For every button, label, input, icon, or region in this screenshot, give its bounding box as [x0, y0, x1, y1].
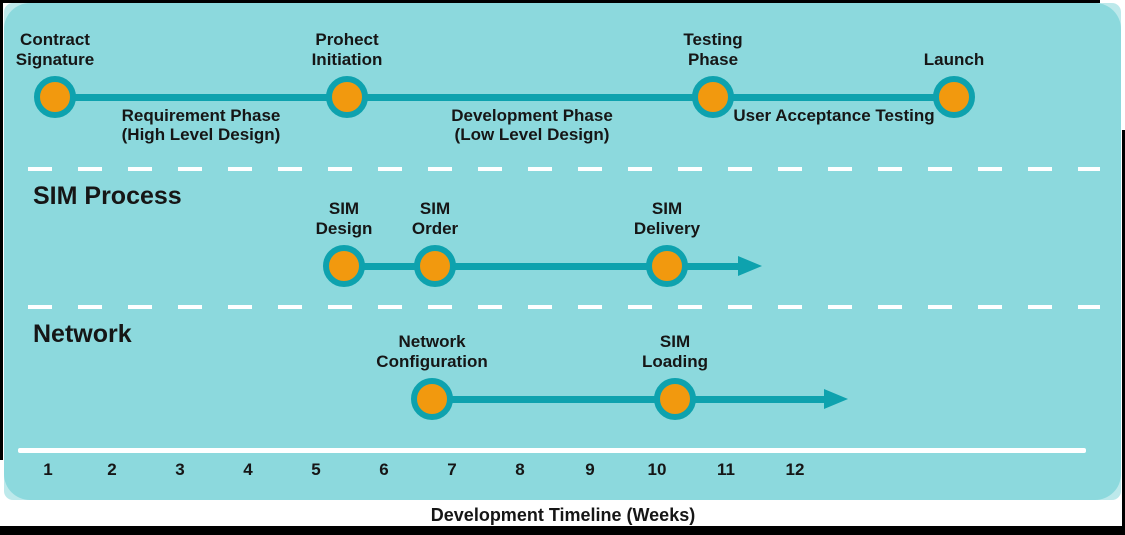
- week-label-4: 4: [243, 460, 253, 479]
- week-label-2: 2: [107, 460, 117, 479]
- requirement-phase-label: Requirement Phase (High Level Design): [121, 106, 281, 144]
- sim-process-lane-line: [344, 263, 744, 270]
- week-label-11: 11: [717, 460, 735, 479]
- sim-order-label: SIM Order: [411, 199, 459, 238]
- prohect-initiation-label: Prohect Initiation: [311, 30, 383, 69]
- lane-title-sim-process: SIM Process: [33, 182, 182, 210]
- prohect-initiation-node: [326, 76, 368, 118]
- network-configuration-node: [411, 378, 453, 420]
- week-label-5: 5: [311, 460, 321, 479]
- sim-design-label: SIM Design: [315, 199, 373, 238]
- week-label-10: 10: [647, 460, 667, 479]
- sim-process-arrow-head-icon: [738, 256, 762, 276]
- main-timeline-line: [55, 94, 955, 101]
- launch-node: [933, 76, 975, 118]
- frame-border-left: [0, 0, 3, 460]
- contract-signature-node: [34, 76, 76, 118]
- frame-border-bottom: [0, 526, 1125, 535]
- week-label-7: 7: [447, 460, 457, 479]
- development-phase-label: Development Phase (Low Level Design): [451, 106, 613, 144]
- frame-border-right: [1122, 130, 1125, 526]
- network-lane-line: [432, 396, 830, 403]
- testing-phase-label: Testing Phase: [683, 30, 743, 69]
- sim-loading-node: [654, 378, 696, 420]
- launch-label: Launch: [923, 50, 985, 69]
- sim-delivery-label: SIM Delivery: [633, 199, 701, 238]
- sim-delivery-node: [646, 245, 688, 287]
- lane-separator-2: [28, 305, 1100, 309]
- testing-phase-node: [692, 76, 734, 118]
- week-label-1: 1: [43, 460, 53, 479]
- week-label-9: 9: [585, 460, 595, 479]
- lane-title-network: Network: [33, 320, 132, 348]
- sim-loading-label: SIM Loading: [641, 332, 709, 371]
- week-label-12: 12: [785, 460, 805, 479]
- week-label-8: 8: [515, 460, 525, 479]
- week-label-3: 3: [175, 460, 185, 479]
- lane-separator-1: [28, 167, 1100, 171]
- week-label-6: 6: [379, 460, 389, 479]
- axis-caption: Development Timeline (Weeks): [430, 505, 696, 525]
- frame-border-top: [0, 0, 1100, 3]
- contract-signature-label: Contract Signature: [15, 30, 95, 69]
- network-arrow-head-icon: [824, 389, 848, 409]
- user-acceptance-testing-label: User Acceptance Testing: [733, 106, 935, 125]
- sim-design-node: [323, 245, 365, 287]
- network-configuration-label: Network Configuration: [376, 332, 488, 371]
- sim-order-node: [414, 245, 456, 287]
- week-axis-line: [18, 448, 1086, 453]
